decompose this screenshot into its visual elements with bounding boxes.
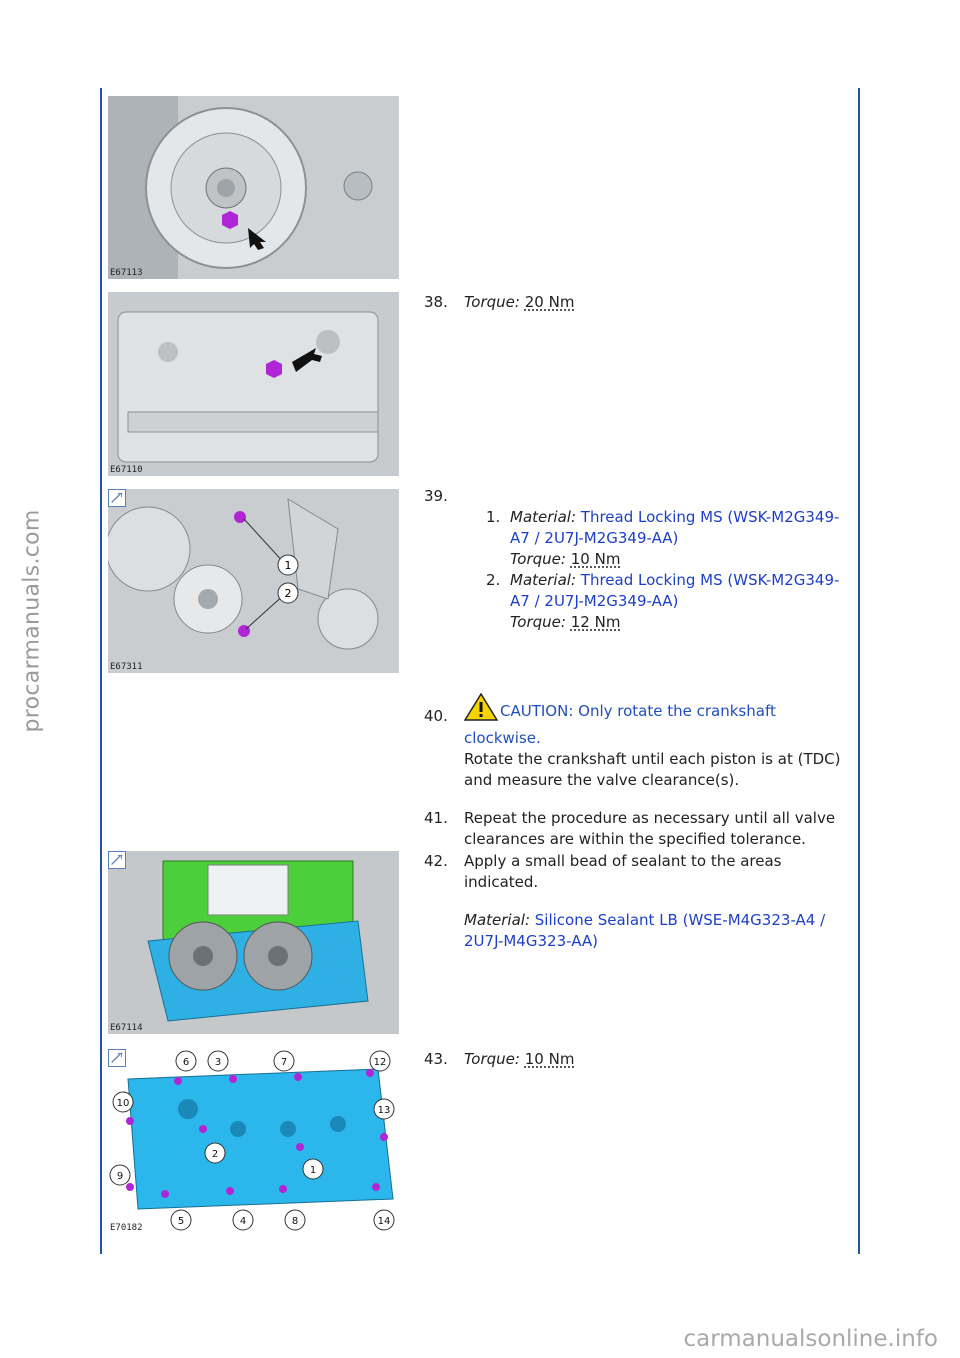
material-link[interactable]: Thread Locking MS (WSK-M2G349-A7 / 2U7J-… [510, 571, 840, 610]
callout-5: 5 [178, 1216, 184, 1227]
material-link[interactable]: Silicone Sealant LB (WSE-M4G323-A4 / 2U7… [464, 911, 826, 950]
step-text: Repeat the procedure as necessary until … [464, 809, 836, 848]
step-number: 41. [424, 809, 448, 827]
sub-step-2: 2. Material: Thread Locking MS (WSK-M2G3… [486, 570, 854, 633]
callout-2: 2 [285, 587, 292, 600]
step-number: 40. [424, 707, 448, 725]
callout-2: 2 [212, 1149, 218, 1160]
torque-label: Torque: [464, 293, 520, 311]
accessory-bracket-illustration: 1 2 [108, 489, 399, 673]
material-label: Material: [510, 571, 576, 589]
step-43: 43. Torque: 10 Nm [424, 1049, 854, 1070]
step-40: 40. CAUTION: Only rotate the crankshaft … [424, 692, 854, 791]
material-label: Material: [464, 911, 530, 929]
figure-engine-front-bolt: E67110 [108, 292, 399, 476]
bottom-watermark: carmanualsonline.info [683, 1326, 938, 1352]
step-text: Rotate the crankshaft until each piston … [464, 750, 841, 789]
callout-8: 8 [292, 1216, 298, 1227]
figure-code: E67110 [110, 465, 143, 475]
callout-1: 1 [310, 1165, 316, 1176]
cam-cover-illustration: 6 3 7 12 10 13 2 1 9 5 4 8 14 [108, 1049, 399, 1234]
step-number: 38. [424, 293, 448, 311]
step-41: 41. Repeat the procedure as necessary un… [424, 808, 854, 850]
figure-cam-cover-sequence: 6 3 7 12 10 13 2 1 9 5 4 8 14 E70182 [108, 1049, 399, 1234]
figure-code: E67114 [110, 1023, 143, 1033]
figure-code: E70182 [110, 1223, 143, 1233]
engine-front-illustration [108, 292, 399, 476]
torque-value[interactable]: 12 Nm [570, 613, 621, 631]
figure-crankshaft-pulley: E67113 [108, 96, 399, 279]
callout-7: 7 [281, 1057, 287, 1068]
callout-9: 9 [117, 1171, 123, 1182]
figure-code: E67311 [110, 662, 143, 672]
left-rule [100, 88, 102, 1254]
step-number: 43. [424, 1050, 448, 1068]
step-38: 38. Torque: 20 Nm [424, 292, 854, 313]
step-text: Apply a small bead of sealant to the are… [464, 852, 782, 891]
callout-3: 3 [215, 1057, 221, 1068]
step-number: 39. [424, 487, 448, 505]
sub-step-number: 1. [486, 508, 501, 526]
sealant-areas-illustration [108, 851, 399, 1034]
callout-4: 4 [240, 1216, 246, 1227]
right-rule [858, 88, 860, 1254]
step-42: 42. Apply a small bead of sealant to the… [424, 851, 854, 952]
callout-12: 12 [374, 1057, 387, 1068]
step-39: 39. 1. Material: Thread Locking MS (WSK-… [424, 486, 854, 633]
torque-label: Torque: [464, 1050, 520, 1068]
caution-text: CAUTION: Only rotate the crankshaft cloc… [464, 702, 776, 747]
material-link[interactable]: Thread Locking MS (WSK-M2G349-A7 / 2U7J-… [510, 508, 840, 547]
callout-14: 14 [378, 1216, 391, 1227]
sub-step-number: 2. [486, 571, 501, 589]
zoom-icon[interactable] [108, 1049, 126, 1067]
torque-value[interactable]: 10 Nm [570, 550, 621, 568]
zoom-icon[interactable] [108, 851, 126, 869]
figure-code: E67113 [110, 268, 143, 278]
material-label: Material: [510, 508, 576, 526]
callout-13: 13 [378, 1105, 391, 1116]
callout-1: 1 [285, 559, 292, 572]
side-watermark: procarmanuals.com [19, 509, 45, 733]
torque-label: Torque: [510, 550, 566, 568]
warning-icon [463, 692, 499, 728]
callout-6: 6 [183, 1057, 189, 1068]
torque-label: Torque: [510, 613, 566, 631]
crankshaft-pulley-illustration [108, 96, 399, 279]
figure-sealant-areas: E67114 [108, 851, 399, 1034]
sub-step-1: 1. Material: Thread Locking MS (WSK-M2G3… [486, 507, 854, 570]
figure-accessory-bracket: 1 2 E67311 [108, 489, 399, 673]
step-number: 42. [424, 852, 448, 870]
zoom-icon[interactable] [108, 489, 126, 507]
torque-value[interactable]: 20 Nm [524, 293, 575, 311]
torque-value[interactable]: 10 Nm [524, 1050, 575, 1068]
callout-10: 10 [117, 1098, 130, 1109]
